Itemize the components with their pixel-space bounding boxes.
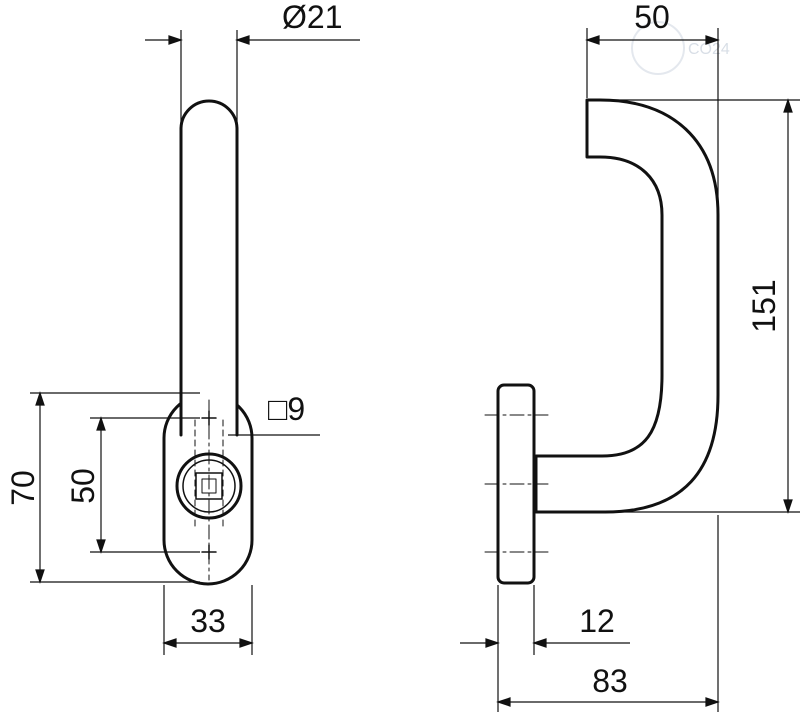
handle-profile — [534, 98, 720, 514]
front-view — [162, 99, 254, 586]
dim-83-label: 83 — [592, 663, 628, 699]
dim-83-arrows — [496, 697, 720, 707]
dimension-lines — [30, 28, 800, 712]
watermark-logo-icon — [631, 21, 685, 75]
dim-50-spacing-lines — [90, 417, 200, 553]
dim-50-spacing-arrows — [96, 416, 106, 554]
dim-151-label: 151 — [746, 279, 782, 332]
dim-diameter-label: Ø21 — [282, 0, 342, 35]
dim-151-arrows — [783, 98, 793, 514]
lever-outline — [179, 99, 239, 437]
dim-70-lines — [30, 392, 200, 583]
hidden-lines — [194, 419, 224, 531]
dim-12-arrows — [485, 638, 547, 648]
side-center-lines — [484, 414, 549, 553]
dim-70-arrows — [35, 391, 45, 584]
dim-33-arrows — [162, 638, 254, 648]
dim-diameter-lines — [145, 30, 360, 128]
dim-50-spacing-label: 50 — [65, 468, 101, 504]
dim-151-lines — [600, 99, 800, 513]
dim-33-label: 33 — [190, 603, 226, 639]
dim-diameter-arrows — [168, 35, 250, 45]
dim-50-depth-label: 50 — [634, 0, 670, 35]
dim-12-label: 12 — [579, 603, 615, 639]
square-spindle — [195, 472, 223, 500]
dim-70-label: 70 — [5, 470, 41, 506]
side-view — [484, 98, 720, 585]
dim-square-label: □9 — [268, 391, 305, 427]
dim-12-lines — [460, 585, 630, 712]
watermark-text: CO24 — [688, 41, 730, 58]
dim-50-depth-arrows — [585, 35, 720, 45]
dim-83-lines — [498, 515, 719, 712]
watermark: CO24 — [631, 21, 730, 75]
